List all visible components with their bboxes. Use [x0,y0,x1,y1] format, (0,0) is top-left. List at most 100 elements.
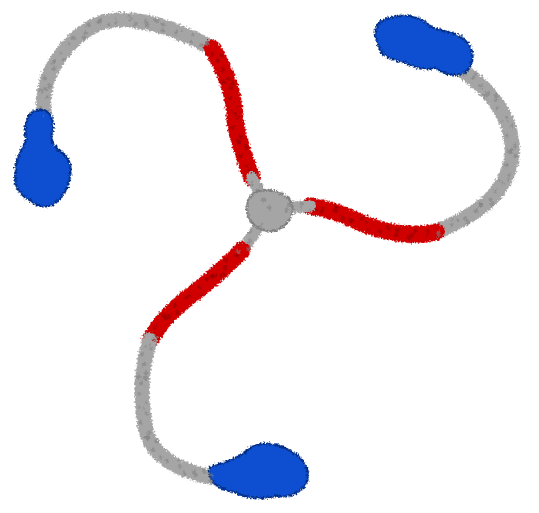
texture-speck [159,456,163,460]
texture-speck [246,246,251,252]
texture-speck [142,376,148,381]
texture-speck [507,149,513,155]
texture-speck [504,133,509,138]
texture-speck [160,28,165,34]
texture-speck [333,205,339,210]
texture-speck [333,208,338,214]
texture-speck [473,72,478,76]
texture-speck [175,310,180,316]
texture-speck [197,285,202,289]
texture-speck [506,178,510,182]
texture-speck [450,219,453,222]
texture-speck [153,324,158,329]
texture-speck [82,35,87,41]
texture-speck [62,58,66,61]
texture-speck [474,208,479,214]
texture-speck [406,235,412,241]
hub-core [246,188,294,233]
texture-speck [199,43,204,48]
texture-speck [247,230,253,235]
texture-speck [82,30,88,36]
texture-speck [228,86,233,91]
texture-speck [465,220,470,224]
texture-speck [201,468,207,474]
texture-speck [493,189,498,193]
texture-speck [395,227,400,233]
texture-speck [220,53,224,58]
texture-speck [230,81,235,86]
texture-speck [189,40,193,44]
texture-speck [245,163,249,168]
texture-speck [145,435,150,441]
texture-speck [144,345,147,349]
texture-speck [136,374,142,380]
texture-speck [144,411,148,415]
texture-speck [426,229,431,233]
blue-domain [374,14,474,76]
texture-speck [228,96,232,100]
texture-speck [222,265,228,271]
texture-speck [139,381,144,386]
texture-speck [154,333,158,338]
gray-segment [36,12,220,120]
gray-segment [428,62,520,240]
texture-speck [191,470,197,475]
texture-speck [129,17,133,21]
texture-speck [191,33,195,37]
texture-speck [59,52,62,55]
texture-speck [234,111,237,115]
texture-speck [255,188,260,193]
texture-speck [204,41,210,46]
texture-speck [241,253,243,255]
texture-speck [51,66,57,71]
texture-speck [133,22,138,27]
red-segment [141,241,251,349]
texture-speck [490,202,495,207]
texture-speck [180,29,183,32]
texture-speck [221,79,226,85]
texture-speck [215,58,220,63]
texture-speck [360,216,364,221]
texture-speck [153,18,159,23]
texture-speck [127,14,131,18]
texture-speck [506,120,510,124]
texture-speck [230,110,233,113]
texture-speck [146,430,152,435]
texture-speck [478,83,484,89]
texture-speck [106,22,111,27]
texture-speck [463,216,468,221]
central-hub [246,188,294,233]
texture-speck [261,197,267,203]
texture-speck [137,391,142,396]
texture-speck [461,73,463,75]
texture-speck [208,473,214,478]
texture-speck [149,343,151,345]
texture-speck [258,225,263,230]
texture-speck [150,447,155,452]
texture-speck [300,202,304,206]
texture-speck [393,232,399,238]
texture-speck [142,361,147,367]
texture-speck [225,76,231,82]
texture-speck [510,124,514,128]
blue-domain [14,108,72,208]
texture-speck [261,223,263,225]
texture-speck [319,209,324,214]
upper-left-arm [14,12,274,211]
texture-speck [366,227,369,230]
texture-speck [143,19,149,25]
texture-overlay [39,14,518,484]
texture-speck [211,51,213,53]
texture-speck [138,420,143,425]
texture-speck [45,95,50,99]
texture-speck [233,254,237,257]
texture-speck [251,181,253,183]
texture-speck [39,88,44,93]
texture-speck [143,370,149,376]
texture-speck [235,140,241,146]
texture-speck [175,29,179,33]
texture-speck [163,316,169,321]
texture-speck [299,206,303,210]
